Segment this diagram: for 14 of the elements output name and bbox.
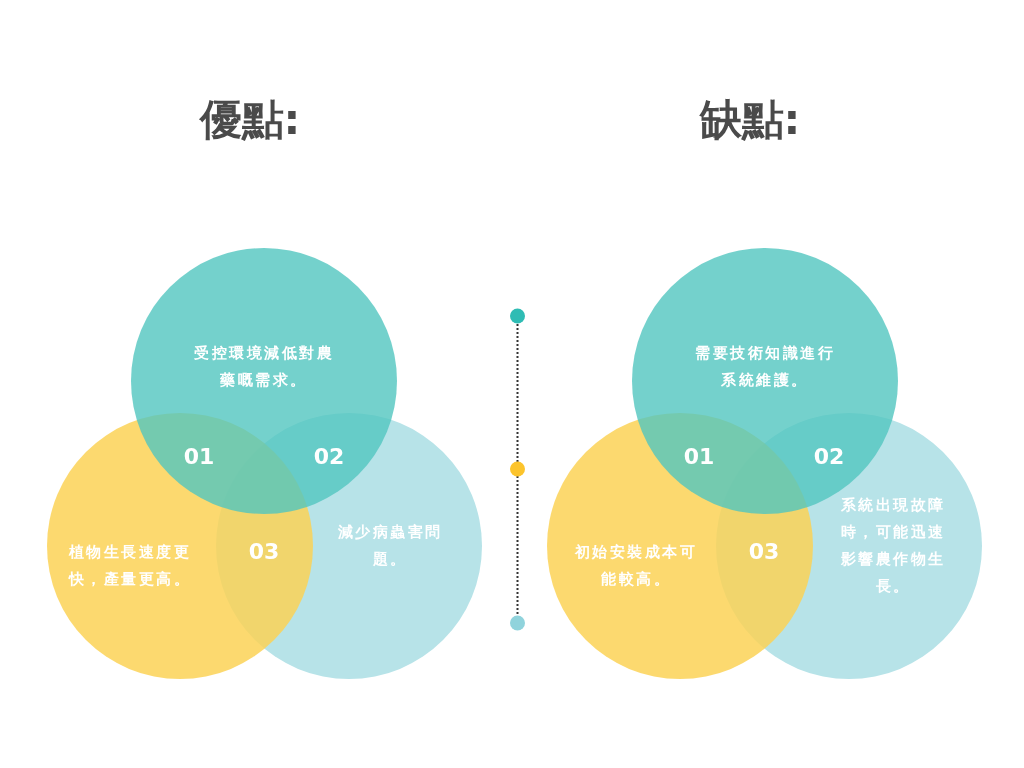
section-number: 01	[183, 443, 215, 469]
circle-text: 減少病蟲害問題。	[336, 522, 444, 570]
section-heading: 缺點:	[699, 94, 801, 146]
circle-text: 初始安裝成本可能較高。	[573, 542, 699, 590]
section-number: 01	[683, 443, 715, 469]
circle-text: 需要技術知識進行系統維護。	[694, 343, 836, 391]
section-number: 03	[248, 538, 280, 564]
circle-text: 系統出現故障時，可能迅速影響農作物生長。	[839, 495, 947, 597]
section-number: 02	[813, 443, 845, 469]
circle-text: 受控環境減低對農藥嘅需求。	[193, 343, 335, 391]
circle-text: 植物生長速度更快，產量更高。	[67, 542, 193, 590]
section-heading: 優點:	[199, 94, 301, 146]
section-number: 02	[313, 443, 345, 469]
section-number: 03	[748, 538, 780, 564]
